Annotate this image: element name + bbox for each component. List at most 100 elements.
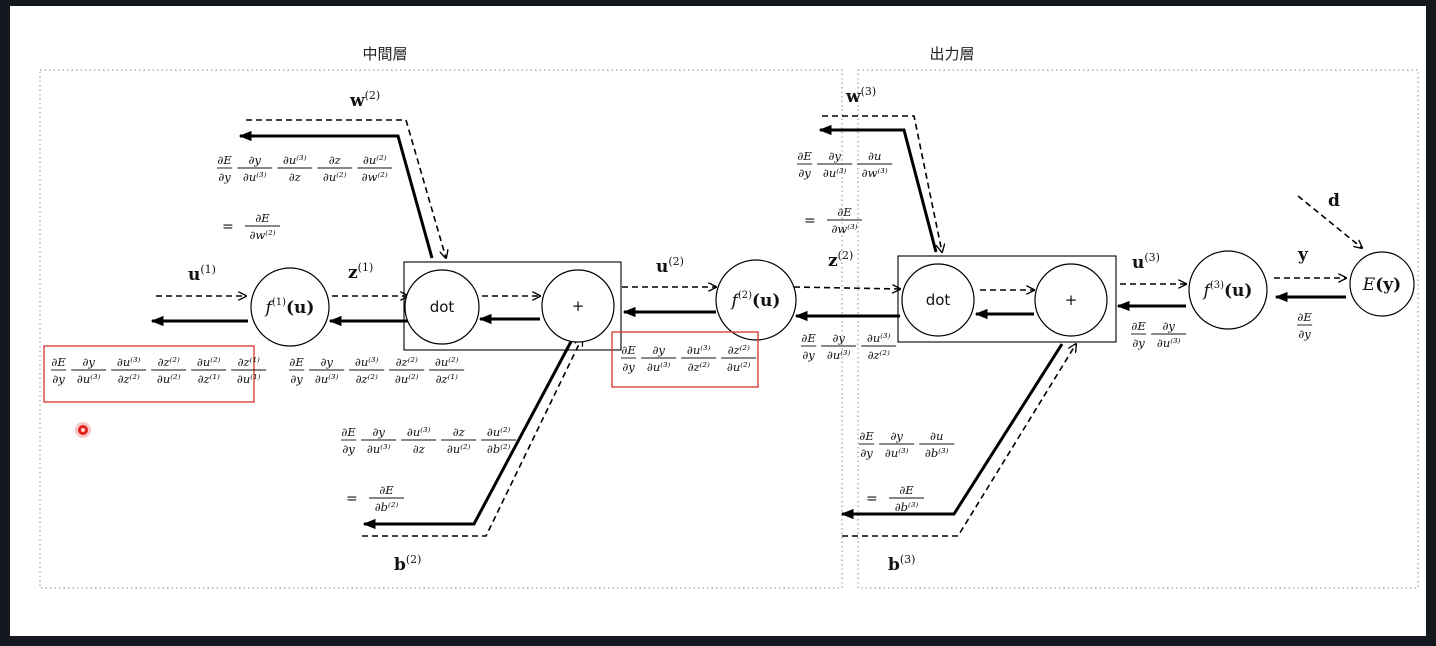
fraction-numerator: ∂u [930,429,943,443]
fraction-denominator: ∂b⁽²⁾ [487,442,511,456]
fraction-numerator: ∂y [828,149,841,163]
svg-text:f(2)(u): f(2)(u) [730,290,781,311]
fraction-numerator: ∂u⁽³⁾ [867,331,891,345]
formula-grad-b3: ∂E∂y ∂y∂u⁽³⁾ ∂u ∂b⁽³⁾ [859,429,955,460]
formula-grad-u3: ∂E ∂y∂y∂u⁽³⁾ [1131,319,1187,350]
fraction: ∂z⁽²⁾∂u⁽²⁾ [721,343,757,374]
forward-arrow-z2 [793,287,900,289]
fraction-denominator: ∂z⁽²⁾ [356,372,378,386]
node-f1: f(1)(u) [250,267,330,347]
fraction-denominator: ∂u⁽²⁾ [157,372,181,386]
formula-grad-u1: ∂E∂y∂y∂u⁽³⁾∂u⁽³⁾∂z⁽²⁾∂z⁽²⁾∂u⁽²⁾∂u⁽²⁾∂z⁽¹… [51,355,267,386]
fraction-numerator: ∂u⁽³⁾ [117,355,141,369]
node-f1-sup: (1) [272,297,286,308]
fraction-numerator: ∂E [379,483,394,497]
fraction: ∂y∂u⁽³⁾ [237,153,273,184]
fraction-denominator: ∂y [290,372,303,386]
fraction-denominator: ∂w⁽²⁾ [362,170,388,184]
fraction: ∂y∂u⁽³⁾ [879,429,915,460]
formula-grad-b2: ∂E∂y∂y∂u⁽³⁾∂u⁽³⁾∂z∂z∂u⁽²⁾∂u⁽²⁾∂b⁽²⁾ [341,425,517,456]
fraction-denominator: ∂u⁽³⁾ [827,348,851,362]
fraction: ∂u⁽³⁾∂z⁽²⁾ [349,355,385,386]
fraction-numerator: ∂z [329,153,342,167]
node-plus-left-label: + [572,297,585,315]
fraction-denominator: ∂z⁽¹⁾ [198,372,220,386]
fraction-denominator: ∂y [342,442,355,456]
fraction: ∂y∂u⁽³⁾ [1151,319,1187,350]
fraction-numerator: ∂E [51,355,66,369]
fraction-numerator: ∂z⁽²⁾ [158,355,180,369]
fraction: ∂E ∂y [801,331,816,362]
fraction: ∂E∂y [859,429,874,460]
formula-grad-z1: ∂E∂y∂y∂u⁽³⁾∂u⁽³⁾∂z⁽²⁾∂z⁽²⁾∂u⁽²⁾∂u⁽²⁾∂z⁽¹… [289,355,465,386]
fraction-numerator: ∂y [832,331,845,345]
fraction-denominator: ∂u⁽²⁾ [323,170,347,184]
fraction: ∂E∂y [217,153,232,184]
node-f3-arg: (u) [1224,281,1252,301]
fraction-numerator: ∂E [289,355,304,369]
formula-grad-y: ∂E∂y [1297,310,1312,341]
fraction: ∂u⁽²⁾∂z⁽¹⁾ [191,355,227,386]
fraction: ∂u ∂b⁽³⁾ [919,429,955,460]
fraction-numerator: ∂u⁽²⁾ [435,355,459,369]
fraction: ∂E∂y [341,425,356,456]
fraction-numerator: ∂u⁽²⁾ [487,425,511,439]
forward-arrow-b2 [362,338,582,537]
formula-grad-w2: ∂E∂y∂y∂u⁽³⁾∂u⁽³⁾∂z∂z∂u⁽²⁾∂u⁽²⁾∂w⁽²⁾ [217,153,393,184]
forward-arrow-w3 [822,115,942,252]
fraction-denominator: ∂u⁽³⁾ [823,166,847,180]
formula-grad-z2: ∂E∂y∂y∂u⁽³⁾∂u⁽³⁾∂z⁽²⁾ [801,331,897,362]
fraction-denominator: ∂b⁽³⁾ [925,446,949,460]
hidden-layer-region [39,69,843,589]
output-layer-region [857,69,1419,589]
fraction-numerator: ∂E [1297,310,1312,324]
fraction: ∂E∂w⁽²⁾ [245,211,280,242]
fraction: ∂E∂y [621,343,636,374]
node-f3-sup: (3) [1210,280,1224,291]
fraction: ∂z⁽¹⁾∂u⁽¹⁾ [231,355,267,386]
forward-arrow-w2 [246,119,446,258]
fraction-denominator: ∂z [413,442,426,456]
node-f1-base: f [264,298,275,318]
fraction-numerator: ∂y [652,343,665,357]
fraction-denominator: ∂u⁽³⁾ [243,170,267,184]
fraction-denominator: ∂y [802,348,815,362]
fraction-numerator: ∂E [1131,319,1146,333]
backward-arrow-b2 [362,335,576,530]
fraction: ∂z∂u⁽²⁾ [441,425,477,456]
fraction: ∂y∂u⁽³⁾ [641,343,677,374]
fraction-denominator: ∂z [289,170,302,184]
node-f3-base: f [1202,281,1213,301]
fraction-denominator: ∂u⁽³⁾ [77,372,101,386]
fraction-numerator: ∂y [1162,319,1175,333]
fraction-denominator: ∂b⁽²⁾ [375,500,399,514]
fraction-numerator: ∂y [372,425,385,439]
fraction: ∂y ∂u⁽³⁾ [817,149,853,180]
fraction-numerator: ∂z⁽²⁾ [728,343,750,357]
node-f2-sup: (2) [738,290,752,301]
node-E-arg: (y) [1375,275,1401,295]
fraction: ∂E∂b⁽³⁾ [889,483,924,514]
highlight-grad-u1 [43,345,255,403]
fraction-denominator: ∂w⁽³⁾ [831,222,857,236]
fraction-denominator: ∂w⁽²⁾ [249,228,275,242]
fraction-denominator: ∂y [218,170,231,184]
fraction: ∂y ∂u⁽³⁾ [821,331,857,362]
svg-text:E(y): E(y) [1362,275,1401,295]
equals-sign: = [866,491,878,507]
fraction-denominator: ∂z⁽²⁾ [118,372,140,386]
fraction: ∂u⁽³⁾∂z⁽²⁾ [861,331,897,362]
formula-grad-w2-eq: =∂E∂w⁽²⁾ [222,211,280,242]
forward-arrow-d [1297,195,1362,248]
fraction-numerator: ∂E [837,205,852,219]
node-dot-left: dot [404,269,480,345]
fraction-numerator: ∂z⁽²⁾ [396,355,418,369]
formula-grad-w3: ∂E∂y∂y∂u⁽³⁾∂u∂w⁽³⁾ [797,149,893,180]
fraction: ∂u⁽²⁾∂z⁽¹⁾ [429,355,465,386]
fraction-numerator: ∂y [82,355,95,369]
label-u2: u(2) [656,255,684,277]
label-b2: b(2) [394,553,421,575]
fraction-denominator: ∂y [798,166,811,180]
fraction-numerator: ∂E [801,331,816,345]
formula-grad-u2: ∂E∂y∂y∂u⁽³⁾∂u⁽³⁾∂z⁽²⁾∂z⁽²⁾∂u⁽²⁾ [621,343,757,374]
